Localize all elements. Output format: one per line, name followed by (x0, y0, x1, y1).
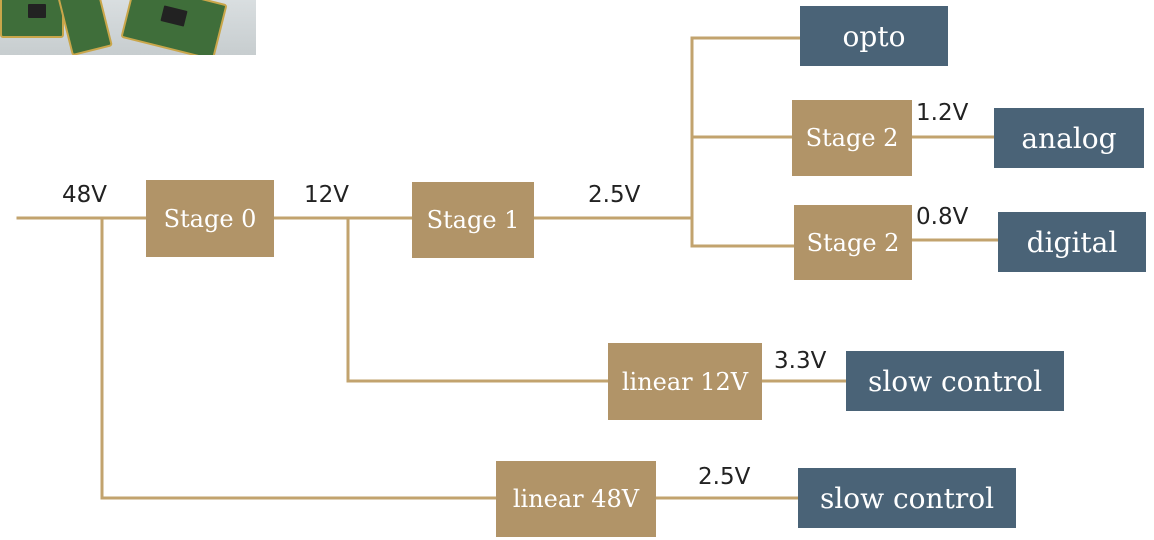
digital-box: digital (998, 212, 1146, 272)
voltage-12v-label: 12V (304, 182, 349, 208)
analog-box: analog (994, 108, 1144, 168)
voltage-linear12-out-label: 3.3V (774, 348, 826, 374)
slow-control-box-2: slow control (798, 468, 1016, 528)
voltage-linear48-out-label: 2.5V (698, 464, 750, 490)
stage2-analog-box: Stage 2 (792, 100, 912, 176)
linear12-box: linear 12V (608, 343, 762, 420)
voltage-digital-label: 0.8V (916, 204, 968, 230)
stage1-box: Stage 1 (412, 182, 534, 258)
voltage-analog-label: 1.2V (916, 100, 968, 126)
stage0-box: Stage 0 (146, 180, 274, 257)
opto-box: opto (800, 6, 948, 66)
stage2-digital-box: Stage 2 (794, 205, 912, 280)
slow-control-box-1: slow control (846, 351, 1064, 411)
linear48-box: linear 48V (496, 461, 656, 537)
voltage-2v5-label: 2.5V (588, 182, 640, 208)
voltage-input-label: 48V (62, 182, 107, 208)
